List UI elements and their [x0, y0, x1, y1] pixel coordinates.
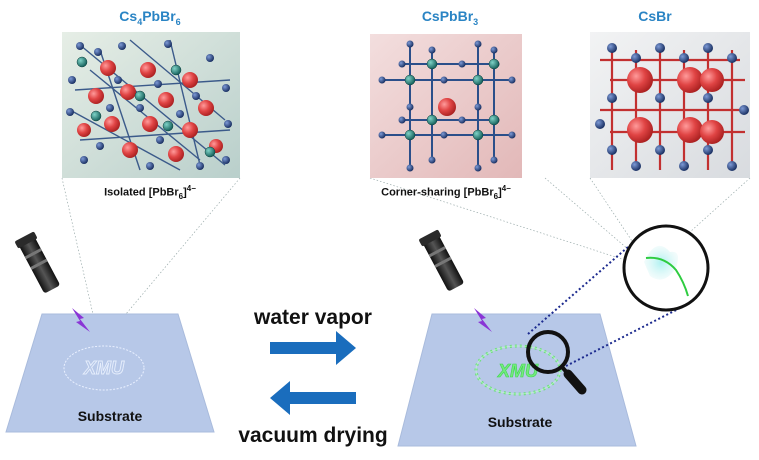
reverse-arrow	[270, 381, 356, 415]
forward-arrow	[270, 331, 356, 365]
right-uv-lamp	[419, 229, 492, 332]
cspbbr3-title: CsPbBr3	[421, 8, 479, 27]
cs4pbbr6-structure	[62, 32, 240, 178]
csbr-title: CsBr	[638, 8, 672, 24]
left-substrate: XMU	[5, 313, 215, 433]
right-substrate-label: Substrate	[487, 414, 553, 430]
cs4pbbr6-caption: Isolated [PbBr6]4−	[104, 184, 196, 201]
magnifying-glass-icon	[526, 330, 587, 395]
forward-process-label: water vapor	[254, 306, 372, 329]
right-substrate: XMU	[397, 313, 637, 447]
magnified-inset	[622, 224, 710, 312]
left-substrate-label: Substrate	[77, 408, 143, 424]
csbr-structure	[590, 32, 750, 178]
left-uv-lamp	[15, 231, 90, 332]
right-logo-text: XMU	[497, 361, 539, 381]
reverse-process-label: vacuum drying	[238, 424, 388, 447]
cspbbr3-structure	[370, 34, 522, 178]
cs4pbbr6-title: Cs4PbBr6	[119, 8, 181, 27]
left-logo-text: XMU	[83, 358, 125, 378]
right-uv-bolt-icon	[474, 308, 492, 332]
left-uv-bolt-icon	[72, 308, 90, 332]
cspbbr3-caption: Corner-sharing [PbBr6]4−	[381, 184, 511, 201]
magnifier-connectors	[527, 239, 689, 367]
